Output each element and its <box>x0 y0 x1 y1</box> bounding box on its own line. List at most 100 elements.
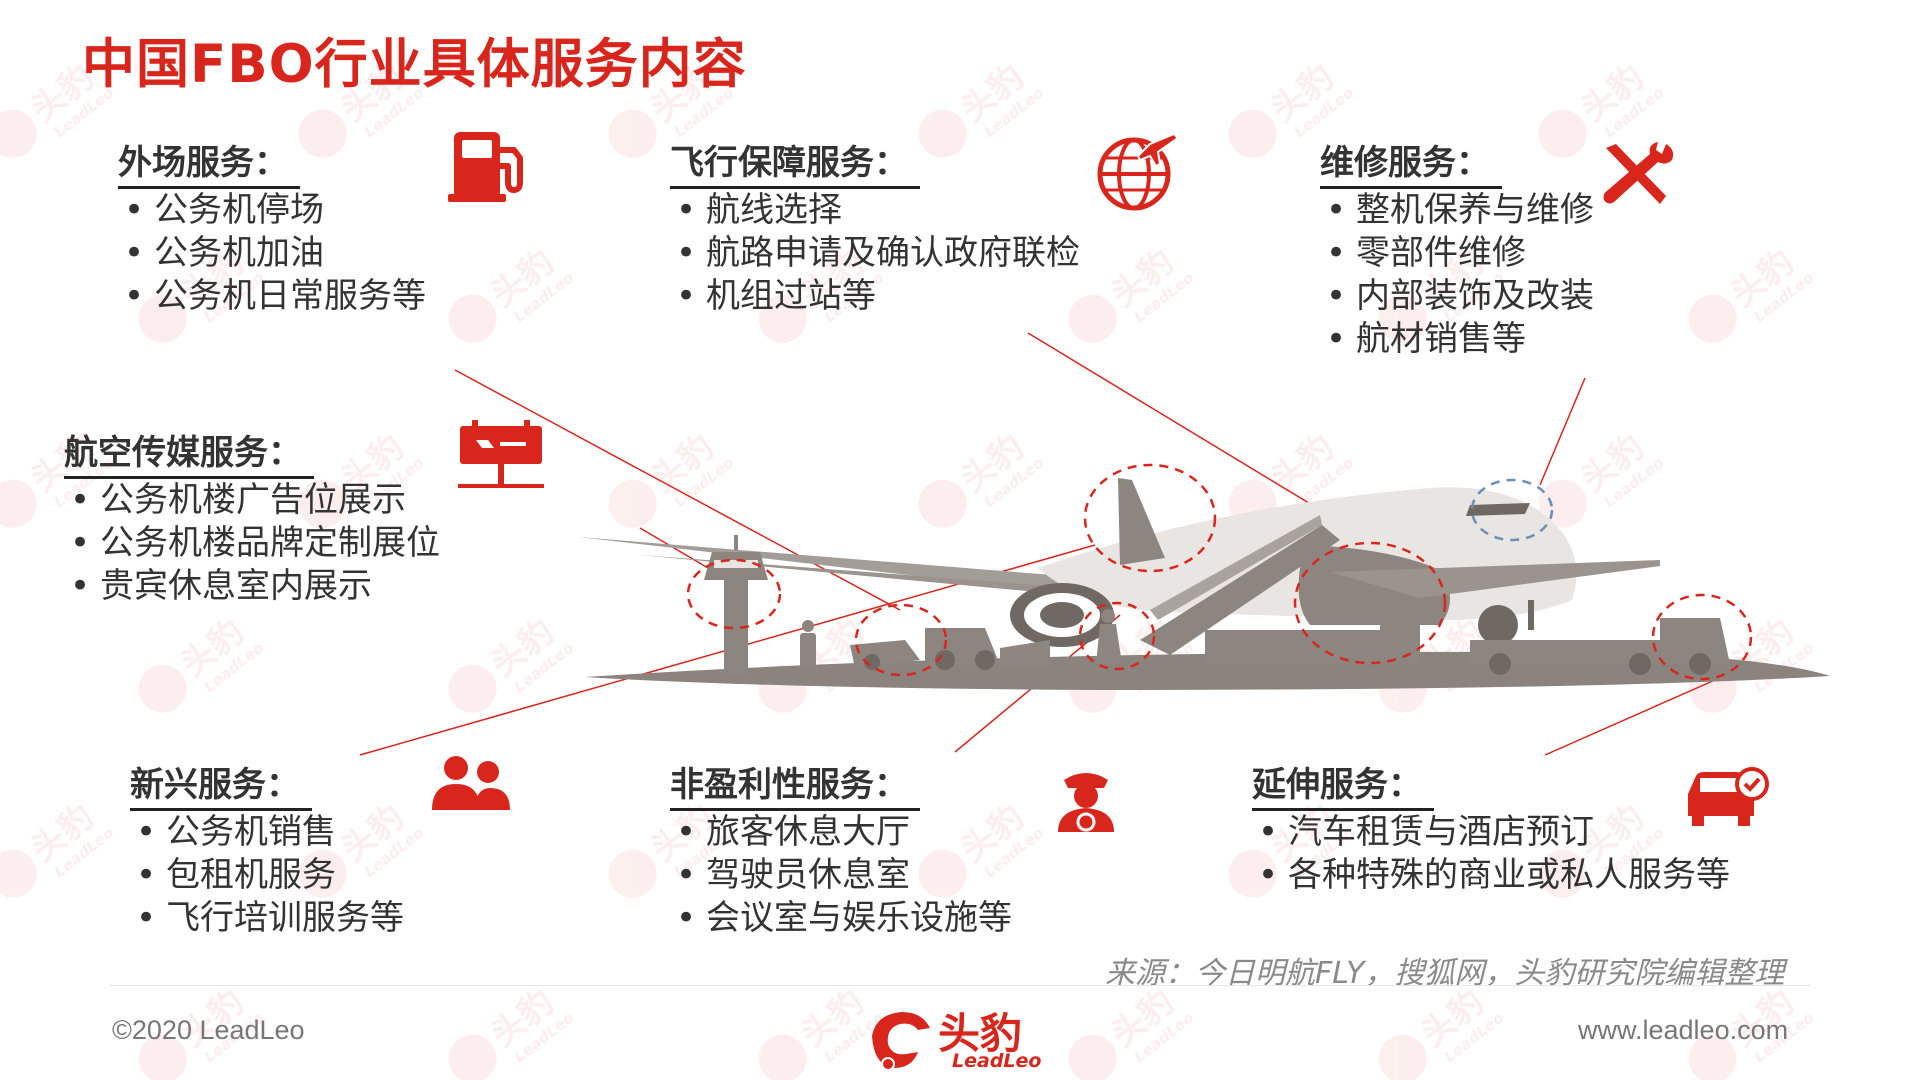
list-item: 汽车租赁与酒店预订 <box>1252 811 1730 854</box>
watermark-leopard-icon <box>0 849 37 898</box>
aircraft-engine-core <box>1040 602 1084 628</box>
section-list: 公务机停场 公务机加油 公务机日常服务等 <box>118 189 426 318</box>
wrench-screwdriver-icon <box>1603 142 1674 204</box>
watermark-leopard-icon <box>1688 294 1737 343</box>
crew-body-2 <box>1096 624 1122 664</box>
list-item: 会议室与娱乐设施等 <box>670 897 1012 940</box>
highlight-belly <box>1293 541 1447 665</box>
watermark-leopard-icon <box>1378 1034 1427 1080</box>
section-heading: 飞行保障服务： <box>670 140 920 189</box>
section-list: 航线选择 航路申请及确认政府联检 机组过站等 <box>670 189 1080 318</box>
watermark-leopard-icon <box>918 479 967 528</box>
aircraft-tail <box>1118 478 1165 565</box>
list-item: 公务机楼品牌定制展位 <box>64 522 440 565</box>
watermark-leopard-icon <box>758 1034 807 1080</box>
baggage-cart <box>1000 640 1050 668</box>
tug-cab <box>1660 618 1730 664</box>
section-list: 旅客休息大厅 驾驶员休息室 会议室与娱乐设施等 <box>670 811 1012 940</box>
list-item: 航路申请及确认政府联检 <box>670 232 1080 275</box>
list-item: 航材销售等 <box>1320 318 1594 361</box>
highlight-tug <box>1651 593 1753 681</box>
stairs-truck-body <box>1205 630 1380 664</box>
list-item: 公务机停场 <box>118 189 426 232</box>
highlight-tower <box>686 558 782 630</box>
fuel-pump-icon <box>448 132 523 202</box>
list-item: 公务机加油 <box>118 232 426 275</box>
section-heading: 非盈利性服务： <box>670 762 920 811</box>
highlight-tail <box>1083 463 1217 573</box>
callout-line-maintenance <box>1539 377 1586 486</box>
list-item: 整机保养与维修 <box>1320 189 1594 232</box>
section-apron: 外场服务： 公务机停场 公务机加油 公务机日常服务等 <box>118 140 426 318</box>
tower-cab-window <box>714 560 758 568</box>
website-link[interactable]: www.leadleo.com <box>1578 1015 1789 1045</box>
watermark-leopard-icon <box>0 479 37 528</box>
list-item: 内部装饰及改装 <box>1320 275 1594 318</box>
tug-wheel-front <box>1689 653 1711 675</box>
watermark-leopard-icon <box>138 1034 187 1080</box>
list-item: 公务机楼广告位展示 <box>64 479 440 522</box>
watermark-leopard-icon <box>298 109 347 158</box>
list-item: 贵宾休息室内展示 <box>64 565 440 608</box>
billboard-icon <box>458 420 544 488</box>
section-flight: 飞行保障服务： 航线选择 航路申请及确认政府联检 机组过站等 <box>670 140 1080 318</box>
watermark-leopard-icon <box>608 479 657 528</box>
stairs-ramp <box>1140 525 1340 655</box>
watermark-leopard-icon <box>608 109 657 158</box>
tractor-2-wheel-rear <box>975 650 995 670</box>
section-heading: 延伸服务： <box>1252 762 1434 811</box>
list-item: 旅客休息大厅 <box>670 811 1012 854</box>
list-item: 驾驶员休息室 <box>670 854 1012 897</box>
section-list: 公务机楼广告位展示 公务机楼品牌定制展位 贵宾休息室内展示 <box>64 479 440 608</box>
crew-head-2 <box>1101 609 1115 623</box>
section-heading: 航空传媒服务： <box>64 430 314 479</box>
list-item: 公务机销售 <box>130 811 404 854</box>
footer-divider <box>110 985 1810 986</box>
watermark-leopard-icon <box>1068 1034 1117 1080</box>
watermark-leopard-icon <box>608 849 657 898</box>
section-list: 整机保养与维修 零部件维修 内部装饰及改装 航材销售等 <box>1320 189 1594 361</box>
list-item: 飞行培训服务等 <box>130 897 404 940</box>
section-emerging: 新兴服务： 公务机销售 包租机服务 飞行培训服务等 <box>130 762 404 940</box>
people-icon <box>432 756 510 810</box>
crew-body-1 <box>800 633 816 669</box>
crew-head-1 <box>802 620 814 632</box>
list-item: 航线选择 <box>670 189 1080 232</box>
aircraft-near-wing <box>1330 560 1660 598</box>
section-nonprofit: 非盈利性服务： 旅客休息大厅 驾驶员休息室 会议室与娱乐设施等 <box>670 762 1012 940</box>
list-item: 各种特殊的商业或私人服务等 <box>1252 854 1730 897</box>
stairs-rail <box>1150 515 1322 620</box>
tug-wheel-rear <box>1489 653 1511 675</box>
leopard-logo-icon <box>872 1012 930 1071</box>
car-check-icon <box>1688 767 1769 826</box>
watermark-leopard-icon <box>1538 109 1587 158</box>
watermark-leopard-icon <box>138 664 187 713</box>
section-heading: 新兴服务： <box>130 762 312 811</box>
section-extension: 延伸服务： 汽车租赁与酒店预订 各种特殊的商业或私人服务等 <box>1252 762 1730 897</box>
logo-text-cn: 头豹 <box>938 1009 1023 1058</box>
watermark-leopard-icon <box>1228 109 1277 158</box>
highlight-tractor <box>854 603 948 677</box>
watermark-leopard-icon <box>1688 1034 1737 1080</box>
watermark-leopard-icon <box>448 664 497 713</box>
boarding-stairs <box>1140 515 1420 664</box>
list-item: 零部件维修 <box>1320 232 1594 275</box>
section-media: 航空传媒服务： 公务机楼广告位展示 公务机楼品牌定制展位 贵宾休息室内展示 <box>64 430 440 608</box>
tractor-1-wheel <box>864 654 880 670</box>
aircraft-tug <box>1470 618 1730 675</box>
list-item: 公务机日常服务等 <box>118 275 426 318</box>
pilot-icon <box>1058 773 1114 832</box>
watermark-leopard-icon <box>1068 294 1117 343</box>
aircraft-belly <box>1298 545 1450 625</box>
section-heading: 外场服务： <box>118 140 300 189</box>
tower-antenna <box>734 535 738 550</box>
section-maintenance: 维修服务： 整机保养与维修 零部件维修 内部装饰及改装 航材销售等 <box>1320 140 1594 361</box>
watermark-leopard-icon <box>0 109 37 158</box>
highlight-circles <box>686 463 1753 681</box>
watermark-leopard-icon <box>448 294 497 343</box>
page-title: 中国FBO行业具体服务内容 <box>82 34 747 95</box>
section-list: 汽车租赁与酒店预订 各种特殊的商业或私人服务等 <box>1252 811 1730 897</box>
